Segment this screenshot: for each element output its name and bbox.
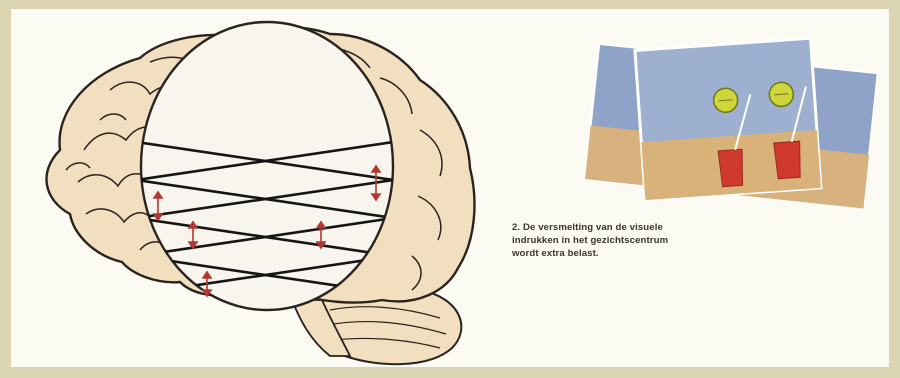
figure-caption: 2. De versmelting van de visuele indrukk… bbox=[512, 221, 732, 260]
caption-line: 2. De versmelting van de visuele bbox=[512, 221, 732, 234]
caption-line: wordt extra belast. bbox=[512, 247, 732, 260]
photo-front bbox=[635, 38, 821, 200]
caption-line: indrukken in het gezichtscentrum bbox=[512, 234, 732, 247]
